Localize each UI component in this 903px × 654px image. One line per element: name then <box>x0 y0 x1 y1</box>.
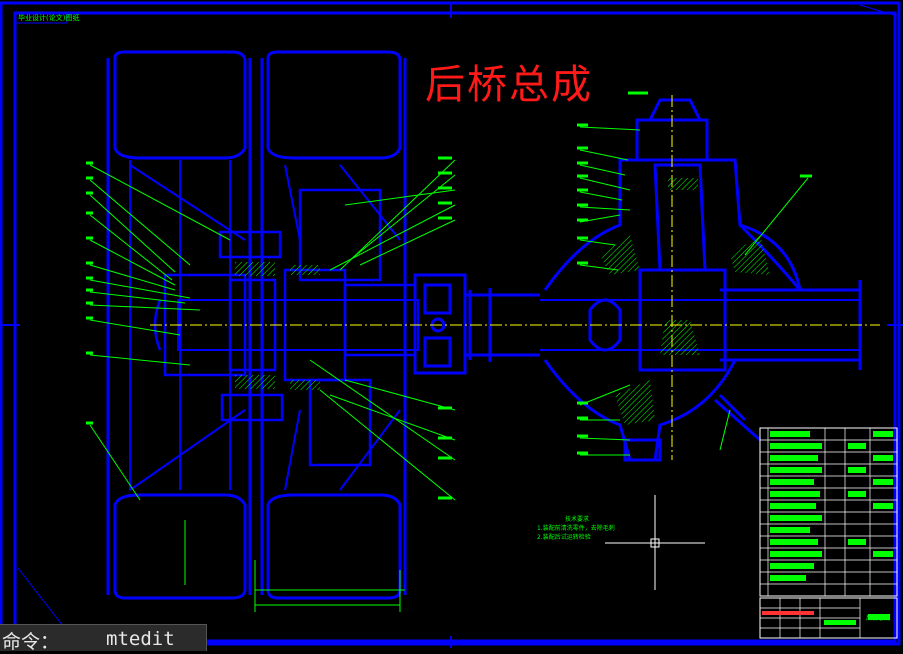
hub-assembly <box>153 188 419 467</box>
technical-notes: 技术要求 1.装配前清洗零件，去除毛刺 2.装配后试运转检验 <box>537 515 617 542</box>
differential-hatching <box>600 178 770 425</box>
leader-lines-right <box>577 91 812 456</box>
hub-hatching <box>235 262 320 390</box>
dimension-lines <box>184 520 405 612</box>
titleblock-drawing-name: 后桥总成 <box>866 615 891 622</box>
drawing-title: 后桥总成 <box>425 62 593 108</box>
leader-lines-left <box>86 161 231 501</box>
title-block <box>759 427 898 639</box>
leader-lines-middle <box>309 156 456 501</box>
centerlines <box>150 95 880 460</box>
notes-title: 技术要求 <box>564 516 589 523</box>
command-prompt: 命令： <box>2 631 60 653</box>
command-input[interactable]: mtedit <box>106 628 175 650</box>
crosshair-cursor <box>605 495 705 590</box>
command-line[interactable]: 命令： mtedit <box>0 624 207 653</box>
note-line: 1.装配前清洗零件，去除毛刺 <box>537 525 615 532</box>
axle-housing <box>413 273 862 375</box>
titleblock-tag: 毕业设计(论文)图纸 <box>18 14 80 22</box>
note-line: 2.装配后试运转检验 <box>537 534 591 541</box>
